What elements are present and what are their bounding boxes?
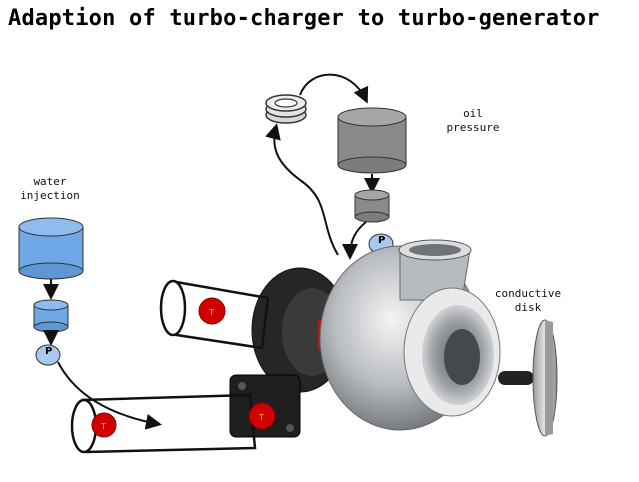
exhaust-thermo-symbol: T	[100, 422, 106, 431]
intake-thermo-symbol: T	[208, 308, 214, 317]
water-line-pump-to-exhaust	[57, 361, 162, 430]
conductive-disk-label: conductive disk	[488, 287, 568, 315]
oil-tank	[337, 107, 407, 174]
turbocharger	[229, 239, 501, 438]
oil-return-coil	[265, 94, 307, 124]
oil-label-line1: oil	[463, 107, 483, 120]
oil-reservoir	[354, 189, 390, 223]
water-label-line1: water	[33, 175, 67, 188]
conductive-disk	[498, 319, 558, 437]
exhaust-pipe: T T	[70, 393, 276, 454]
water-injection-label: water injection	[14, 175, 86, 203]
water-tank	[18, 217, 84, 280]
disk-label-line2: disk	[514, 301, 542, 314]
oil-line-reservoir-to-turbo	[342, 221, 367, 260]
oil-pump-symbol: P	[378, 235, 385, 246]
water-pump: P	[35, 344, 61, 366]
oil-pressure-label: oil pressure	[443, 107, 503, 135]
disk-label-line1: conductive	[494, 287, 562, 300]
intake-pipe: T	[159, 279, 270, 350]
water-pump-symbol: P	[45, 346, 52, 357]
water-label-line2: injection	[20, 189, 80, 202]
oil-line-turbo-to-coil	[265, 123, 339, 256]
water-reservoir	[33, 299, 69, 333]
turbine-thermo-symbol: T	[258, 413, 264, 422]
oil-label-line2: pressure	[446, 121, 500, 134]
diagram-title: Adaption of turbo-charger to turbo-gener…	[8, 6, 600, 31]
oil-line-coil-to-tank	[299, 73, 369, 104]
